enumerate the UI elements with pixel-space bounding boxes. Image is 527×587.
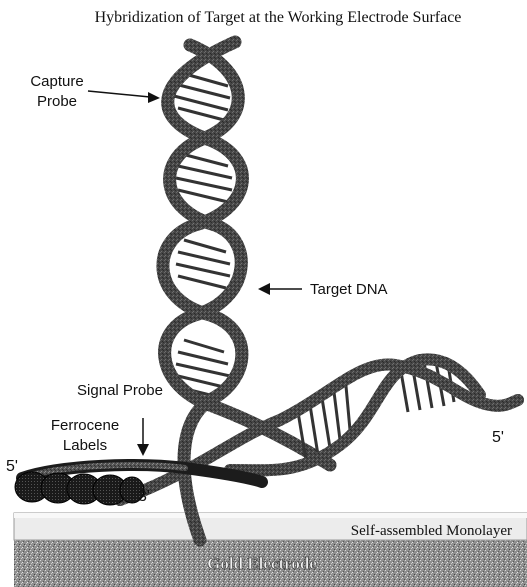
gold-electrode: Gold Electrode <box>14 540 527 587</box>
capture-probe-label-line2: Probe <box>37 93 77 110</box>
five-prime-right-label: 5' <box>492 429 504 446</box>
target-dna-label: Target DNA <box>310 281 388 298</box>
gold-electrode-label: Gold Electrode <box>207 554 317 573</box>
monolayer-label: Self-assembled Monolayer <box>351 523 512 539</box>
diagram-title: Hybridization of Target at the Working E… <box>95 9 462 26</box>
ferrocene-label-line2: Labels <box>63 437 107 454</box>
five-prime-left-label: 5' <box>6 458 18 475</box>
ferrocene-arrow <box>137 418 149 456</box>
capture-probe-label-line1: Capture <box>30 73 83 90</box>
three-prime-label: 3' <box>138 488 150 505</box>
ferrocene-labels <box>15 472 144 505</box>
target-dna-arrow <box>258 283 302 295</box>
signal-probe-label: Signal Probe <box>77 382 163 399</box>
ferrocene-label-line1: Ferrocene <box>51 417 119 434</box>
self-assembled-monolayer: Self-assembled Monolayer <box>14 513 527 540</box>
capture-probe-arrow <box>88 91 160 103</box>
